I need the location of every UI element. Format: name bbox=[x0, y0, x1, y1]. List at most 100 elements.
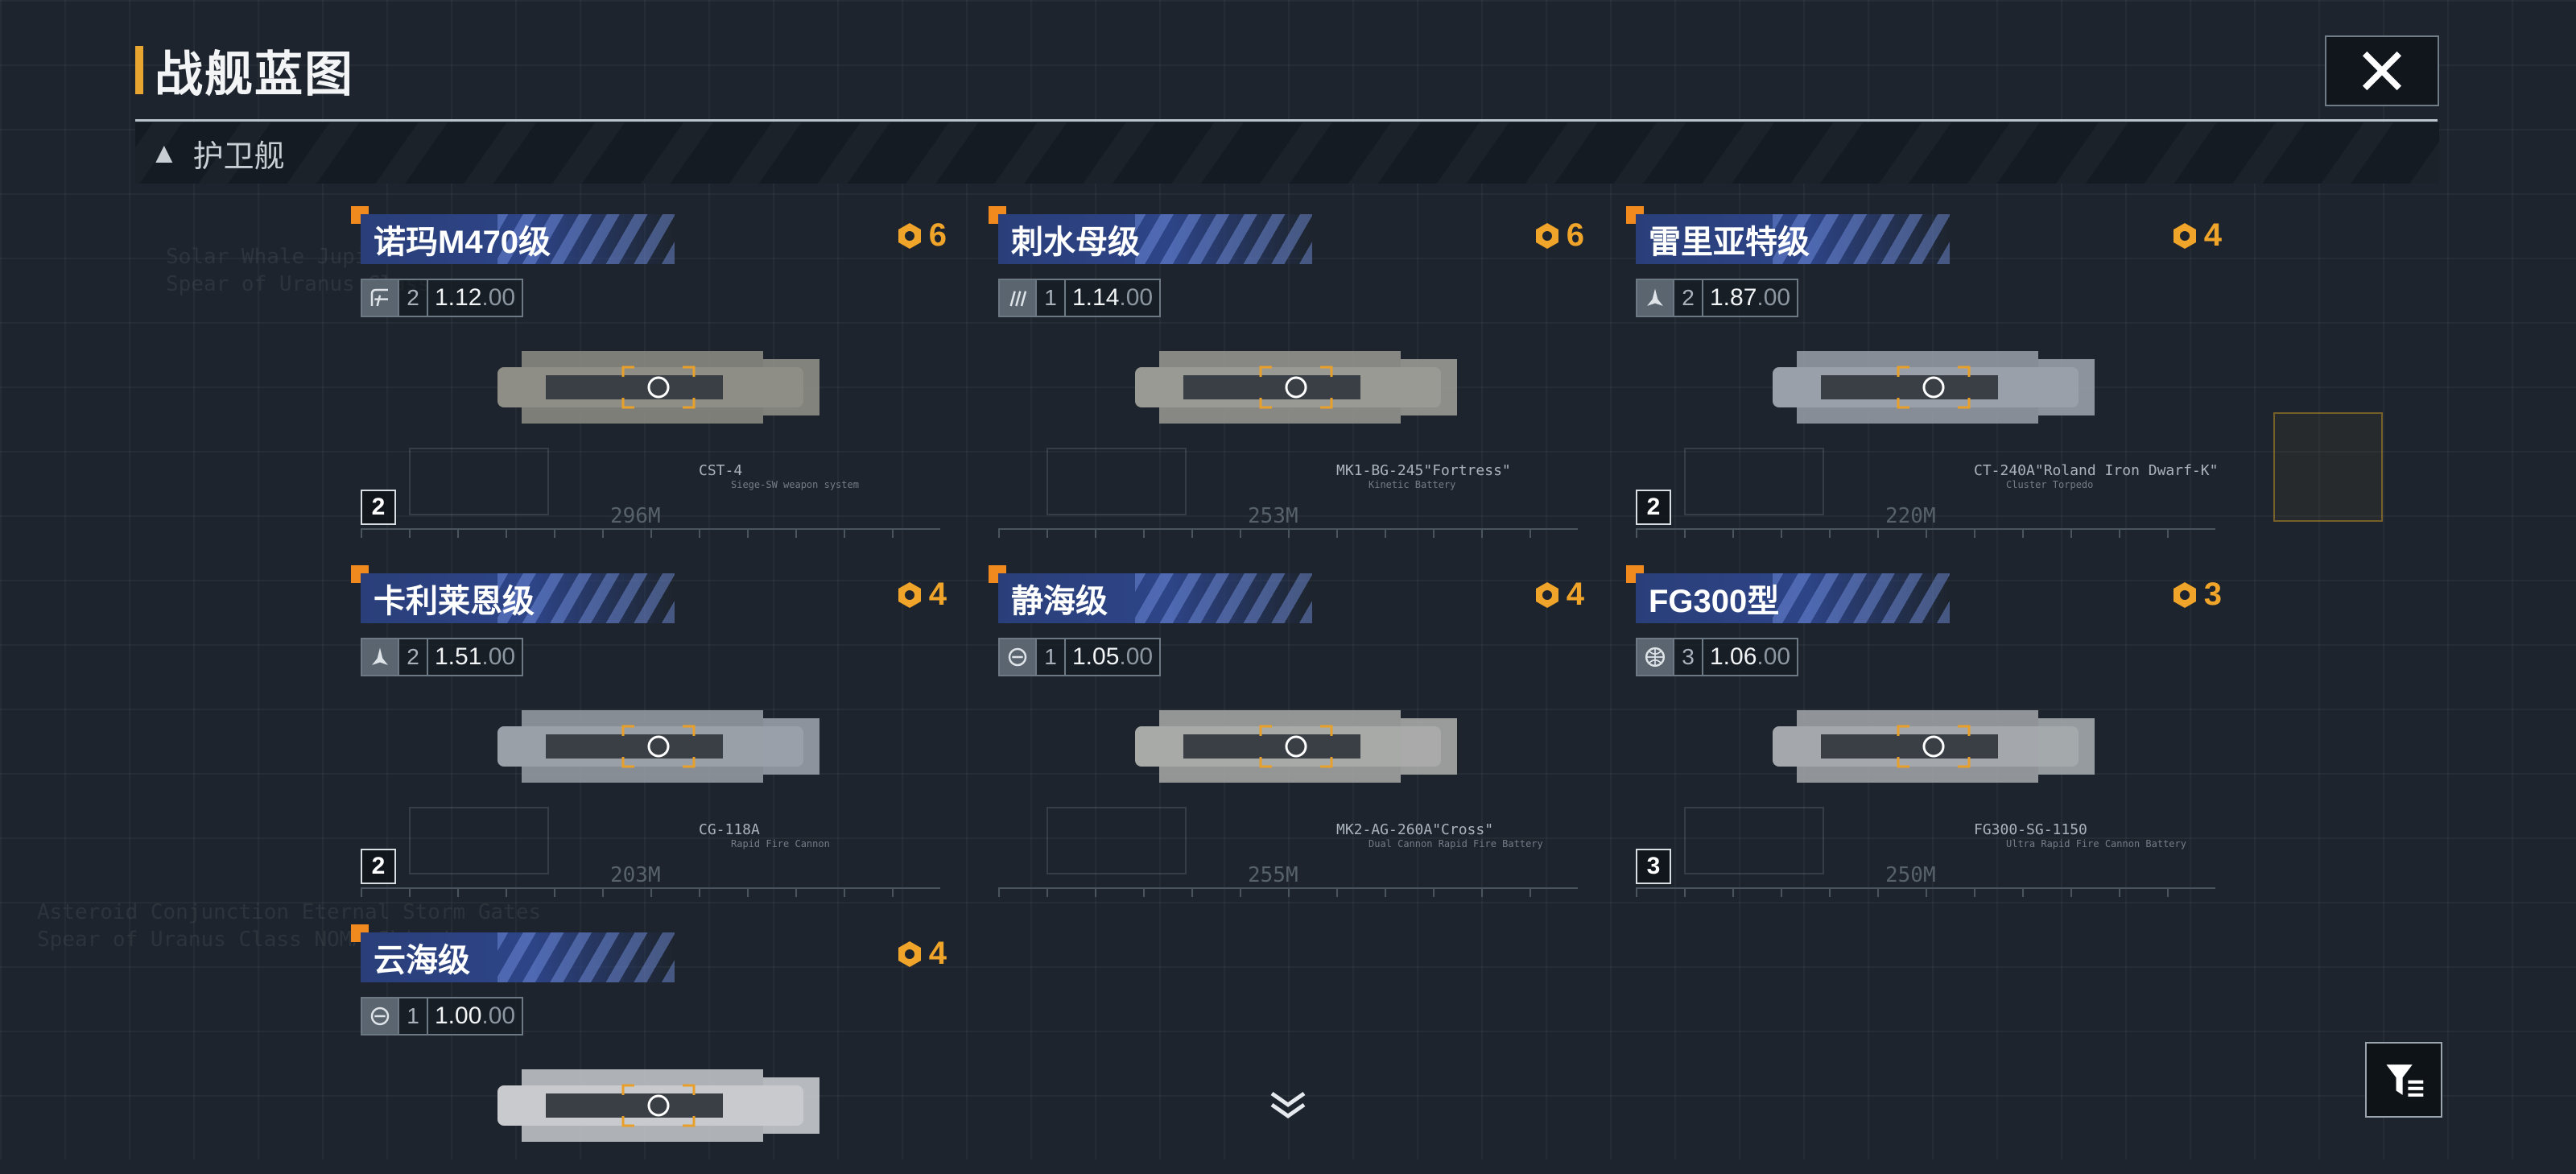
scale-ruler bbox=[361, 887, 940, 900]
ship-stats: 1 1.05.00 bbox=[998, 638, 1162, 676]
ship-stats: 1 1.14.00 bbox=[998, 279, 1162, 317]
close-icon bbox=[2362, 51, 2402, 91]
ship-cost: 4 bbox=[1533, 577, 1584, 613]
ship-name: 云海级 bbox=[374, 943, 470, 978]
ship-count-badge: 2 bbox=[361, 849, 396, 884]
ship-stats: 1 1.00.00 bbox=[361, 997, 524, 1036]
ship-name: 雷里亚特级 bbox=[1649, 225, 1810, 260]
ship-stats: 2 1.12.00 bbox=[361, 279, 524, 317]
category-header[interactable]: ▲ 护卫舰 bbox=[135, 122, 2439, 184]
ship-length: 296M bbox=[610, 504, 661, 528]
cost-gear-icon bbox=[898, 222, 921, 249]
ship-level: 1 bbox=[1035, 639, 1064, 675]
ship-card[interactable]: 静海级 4 1 1.05.00 MK2-AG-260A"Cross"Dual C… bbox=[989, 565, 1584, 903]
ship-level: 1 bbox=[398, 998, 427, 1034]
ship-value: 1.87.00 bbox=[1702, 280, 1797, 316]
ship-cost: 3 bbox=[2170, 577, 2222, 613]
name-band bbox=[361, 573, 675, 623]
title-accent bbox=[135, 46, 143, 94]
ship-stats: 2 1.51.00 bbox=[361, 638, 524, 676]
ship-length: 253M bbox=[1248, 504, 1298, 528]
cost-value: 6 bbox=[928, 217, 947, 253]
ship-name: 卡利莱恩级 bbox=[374, 584, 535, 619]
ship-image bbox=[1135, 351, 1457, 424]
scale-ruler bbox=[1636, 887, 2215, 900]
ship-class-icon bbox=[1000, 639, 1035, 675]
ship-length: 250M bbox=[1885, 863, 1936, 887]
cost-gear-icon bbox=[2173, 222, 2196, 249]
ship-name: 诺玛M470级 bbox=[374, 225, 551, 260]
ship-image bbox=[497, 1069, 819, 1142]
scroll-down-chevron-icon[interactable] bbox=[1267, 1089, 1309, 1121]
ship-class-icon bbox=[362, 998, 398, 1034]
ship-class-icon bbox=[1000, 280, 1035, 316]
ship-count-badge: 2 bbox=[361, 490, 396, 525]
ship-image bbox=[497, 351, 819, 424]
cost-gear-icon bbox=[1535, 581, 1558, 608]
blueprint-sketch bbox=[409, 448, 549, 515]
collapse-triangle-icon: ▲ bbox=[150, 136, 179, 169]
filter-button[interactable] bbox=[2365, 1042, 2442, 1118]
cost-gear-icon bbox=[898, 940, 921, 967]
ship-cost: 4 bbox=[2170, 217, 2222, 254]
ship-level: 2 bbox=[398, 639, 427, 675]
blueprint-sketch bbox=[1684, 448, 1824, 515]
ship-name: 静海级 bbox=[1011, 584, 1108, 619]
weapon-label: CT-240A"Roland Iron Dwarf-K"Cluster Torp… bbox=[1974, 462, 2219, 490]
ship-level: 2 bbox=[398, 280, 427, 316]
ship-value: 1.06.00 bbox=[1702, 639, 1797, 675]
ship-name: FG300型 bbox=[1649, 584, 1780, 619]
ship-card[interactable]: 刺水母级 6 1 1.14.00 MK1-BG-245"Fortress"Kin… bbox=[989, 206, 1584, 544]
name-band bbox=[1636, 573, 1950, 623]
ship-image bbox=[1773, 351, 2095, 424]
cost-value: 3 bbox=[2203, 577, 2222, 612]
decorative-frame bbox=[2273, 412, 2383, 522]
scale-ruler bbox=[1636, 528, 2215, 541]
ship-cost: 4 bbox=[895, 936, 947, 972]
category-label: 护卫舰 bbox=[192, 139, 285, 174]
ship-class-icon bbox=[362, 639, 398, 675]
ship-length: 220M bbox=[1885, 504, 1936, 528]
ship-class-icon bbox=[1637, 639, 1673, 675]
cost-gear-icon bbox=[898, 581, 921, 608]
ship-class-icon bbox=[1637, 280, 1673, 316]
close-button[interactable] bbox=[2325, 35, 2439, 106]
ship-count-badge: 3 bbox=[1636, 849, 1671, 884]
ship-image bbox=[1135, 710, 1457, 783]
ship-cost: 4 bbox=[895, 577, 947, 613]
filter-icon bbox=[2386, 1064, 2424, 1097]
ship-card[interactable]: 云海级 4 1 1.00.00 bbox=[351, 924, 947, 1160]
ship-length: 203M bbox=[610, 863, 661, 887]
page-title: 战舰蓝图 bbox=[155, 47, 354, 101]
scale-ruler bbox=[998, 528, 1578, 541]
ship-stats: 3 1.06.00 bbox=[1636, 638, 1799, 676]
ship-value: 1.51.00 bbox=[427, 639, 522, 675]
ship-level: 2 bbox=[1673, 280, 1702, 316]
ship-card[interactable]: 雷里亚特级 4 2 1.87.00 CT-240A"Roland Iron Dw… bbox=[1626, 206, 2222, 544]
cost-value: 4 bbox=[928, 577, 947, 612]
weapon-label: MK2-AG-260A"Cross"Dual Cannon Rapid Fire… bbox=[1336, 821, 1543, 849]
blueprint-sketch bbox=[1046, 807, 1187, 874]
ship-value: 1.00.00 bbox=[427, 998, 522, 1034]
blueprint-sketch bbox=[1046, 448, 1187, 515]
scale-ruler bbox=[361, 528, 940, 541]
ship-stats: 2 1.87.00 bbox=[1636, 279, 1799, 317]
ship-value: 1.12.00 bbox=[427, 280, 522, 316]
cost-gear-icon bbox=[2173, 581, 2196, 608]
name-band bbox=[998, 214, 1312, 264]
cost-value: 6 bbox=[1566, 217, 1584, 253]
name-band bbox=[361, 932, 675, 982]
ship-cost: 6 bbox=[1533, 217, 1584, 254]
ship-cost: 6 bbox=[895, 217, 947, 254]
cost-value: 4 bbox=[1566, 577, 1584, 612]
name-band bbox=[998, 573, 1312, 623]
ship-name: 刺水母级 bbox=[1011, 225, 1140, 260]
ship-value: 1.14.00 bbox=[1064, 280, 1159, 316]
weapon-label: MK1-BG-245"Fortress"Kinetic Battery bbox=[1336, 462, 1511, 490]
